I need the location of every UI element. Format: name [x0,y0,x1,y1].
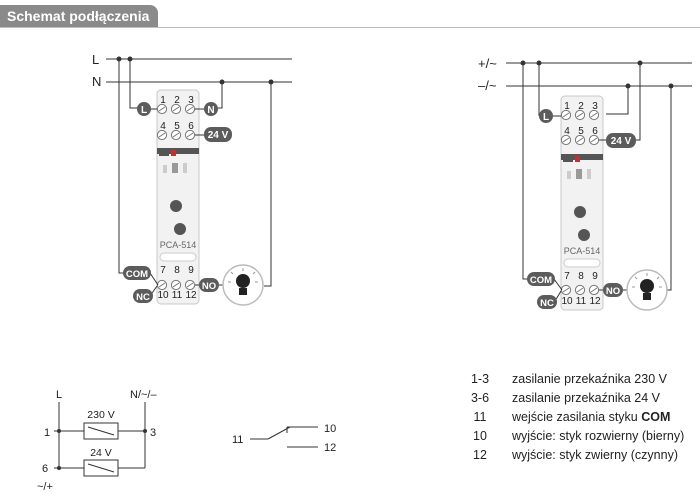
coil-230-label: 230 V [87,409,114,421]
left-badge-24v: 24 V [195,127,232,142]
supply-label-6: 6 [42,463,48,475]
legend-com-bold: COM [641,410,671,424]
coil-24 [83,459,119,477]
left-num-10: 10 [157,290,169,301]
right-lamp-icon [626,269,668,311]
left-num-5: 5 [174,121,180,132]
right-num-2: 2 [578,101,584,112]
legend-desc: zasilanie przekaźnika 230 V [512,372,667,386]
left-terminal-L: L [141,105,147,116]
left-terminal-com: COM [126,269,148,280]
legend-desc: wejście zasilania styku [512,410,642,424]
left-device-body [156,89,200,305]
right-line-plus-label: +/~ [478,56,497,71]
right-terminal-nc: NC [540,298,554,309]
right-num-5: 5 [578,126,584,137]
left-junctions [116,56,274,85]
title-divider [0,27,700,28]
supply-label-3: 3 [150,427,156,439]
section-title: Schemat podłączenia [0,5,159,27]
right-num-11: 11 [576,296,587,307]
left-badge-N: N [195,102,218,116]
left-device-label: PCA-514 [160,240,197,250]
right-num-9: 9 [592,271,598,282]
right-num-12: 12 [589,296,601,307]
right-terminal-24v: 24 V [611,136,632,147]
contact-label-11: 11 [232,434,243,446]
right-line-minus-label: –/~ [478,78,497,93]
right-terminal-no: NO [606,286,620,297]
right-badge-com: COM [527,272,563,291]
left-num-3: 3 [188,95,194,106]
supply-label-plus: ~/+ [37,481,53,493]
right-num-3: 3 [592,101,598,112]
coil-24-label: 24 V [90,447,112,459]
legend-desc-com: wejście zasilania styku COM [512,408,670,427]
left-badge-com: COM [123,266,159,286]
left-line-N-label: N [92,74,101,89]
right-num-8: 8 [578,271,584,282]
supply-label-N: N/~/– [130,389,157,401]
left-num-6: 6 [188,121,194,132]
left-wiring-diagram: L N [92,52,292,306]
left-num-12: 12 [185,290,197,301]
right-badge-nc: NC [537,290,562,309]
left-relay-device: PCA-514 1 2 3 4 5 6 7 8 9 10 11 12 [156,89,200,305]
legend-desc: wyjście: styk rozwierny (bierny) [512,429,685,443]
right-num-4: 4 [564,126,570,137]
right-junctions [520,60,674,89]
right-wiring-diagram: +/~ –/~ [478,56,692,311]
legend-code: 11 [473,410,487,424]
legend-code: 3-6 [470,391,490,405]
left-num-7: 7 [160,265,166,276]
left-terminal-no: NO [202,281,216,292]
right-terminal-L: L [543,112,549,123]
right-device-body [560,95,604,311]
left-num-4: 4 [160,121,166,132]
contact-label-10: 10 [324,423,336,435]
left-num-2: 2 [174,95,180,106]
right-relay-device: PCA-514 1 2 3 4 5 6 7 8 9 10 11 12 [560,95,604,311]
left-lamp-icon [222,264,264,306]
left-badge-nc: NC [133,285,158,303]
right-num-1: 1 [564,101,570,112]
right-device-label: PCA-514 [564,246,601,256]
left-terminal-24v: 24 V [208,130,229,141]
left-badge-no: NO [195,278,224,292]
right-badge-L: L [539,109,561,123]
right-terminal-com: COM [530,275,552,286]
left-num-8: 8 [174,265,180,276]
legend-code: 10 [473,429,487,443]
legend-desc: wyjście: styk zwierny (czynny) [512,448,678,462]
contact-schematic: 11 10 12 [232,423,336,454]
left-terminal-nc: NC [136,292,150,303]
left-num-1: 1 [160,95,166,106]
left-terminal-N: N [207,105,214,116]
supply-label-1: 1 [44,427,50,439]
right-num-10: 10 [561,296,573,307]
left-num-11: 11 [172,290,183,301]
right-num-6: 6 [592,126,598,137]
legend-code: 12 [473,448,487,462]
supply-label-L: L [56,389,62,401]
contact-label-12: 12 [324,442,336,454]
coil-230 [83,422,119,440]
right-num-7: 7 [564,271,570,282]
legend-code: 1-3 [470,372,490,386]
left-wires [118,59,272,287]
left-badge-L: L [137,102,157,116]
supply-schematic: L N/~/– 1 3 6 ~/+ 230 V 24 V [37,389,157,493]
legend-desc: zasilanie przekaźnika 24 V [512,391,660,405]
right-badge-24v: 24 V [599,133,636,148]
left-num-9: 9 [188,265,194,276]
left-line-L-label: L [92,52,99,67]
